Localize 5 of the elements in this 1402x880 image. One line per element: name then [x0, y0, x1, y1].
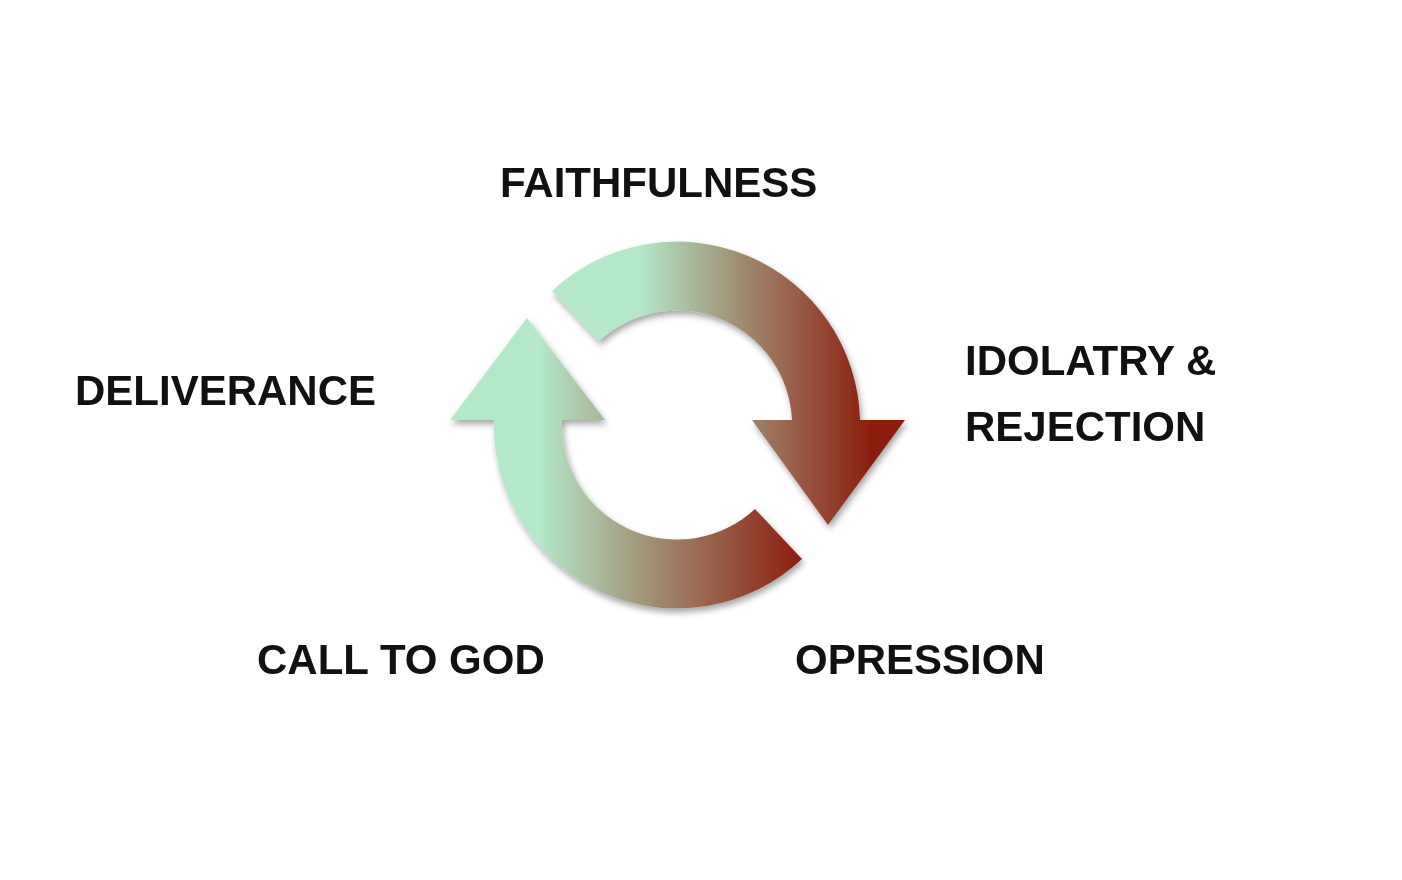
- stage-label: FAITHFULNESS: [500, 158, 818, 208]
- stage-label: IDOLATRY & REJECTION: [965, 336, 1218, 452]
- stage-label: OPRESSION: [795, 635, 1045, 685]
- stage-label: DELIVERANCE: [75, 366, 377, 416]
- stage-label: CALL TO GOD: [257, 635, 545, 685]
